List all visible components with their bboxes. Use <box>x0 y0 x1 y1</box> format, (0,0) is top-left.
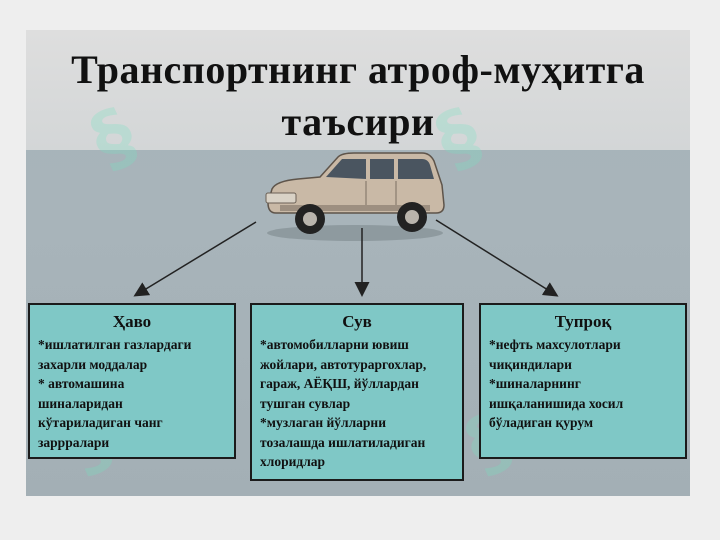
soil-impact-box: Тупроқ *нефть махсулотлари чиқиндилари *… <box>479 303 687 459</box>
water-line: тушган сувлар <box>260 395 351 411</box>
slide-title-line-2: таъсири <box>281 99 435 144</box>
suv-car-icon <box>265 152 445 241</box>
soil-line: ишқаланишида хосил <box>489 395 624 411</box>
water-line: *автомобилларни ювиш <box>260 337 409 352</box>
slide-title: Транспортнинг атроф-муҳитга таъсири <box>26 44 690 148</box>
soil-line: бўладиган қурум <box>489 415 594 430</box>
air-line: кўтариладиган чанг <box>38 415 163 430</box>
air-impact-box: Ҳаво *ишлатилган газлардаги захарли модд… <box>28 303 236 459</box>
water-line: тозалашда ишлатиладиган <box>260 434 426 450</box>
soil-line: *нефть махсулотлари <box>489 337 621 352</box>
title-band: Транспортнинг атроф-муҳитга таъсири <box>26 30 690 150</box>
soil-line: чиқиндилари <box>489 356 572 372</box>
water-line: хлоридлар <box>260 454 326 469</box>
water-line: жойлари, автотураргохлар, <box>260 356 427 372</box>
air-line: * автомашина <box>38 376 125 391</box>
soil-line: *шиналарнинг <box>489 376 581 391</box>
water-line: гараж, АЁҚШ, йўллардан <box>260 376 419 391</box>
air-heading: Ҳаво <box>112 312 152 331</box>
air-line: *ишлатилган газлардаги <box>38 337 192 352</box>
soil-heading: Тупроқ <box>554 312 612 331</box>
air-line: заррралари <box>38 434 110 450</box>
slide-title-line-1: Транспортнинг атроф-муҳитга <box>71 47 645 92</box>
water-heading: Сув <box>342 312 372 331</box>
air-line: шиналаридан <box>38 395 123 411</box>
water-line: *музлаган йўлларни <box>260 415 386 430</box>
water-impact-box: Сув *автомобилларни ювиш жойлари, автоту… <box>250 303 464 481</box>
air-line: захарли моддалар <box>38 356 148 372</box>
